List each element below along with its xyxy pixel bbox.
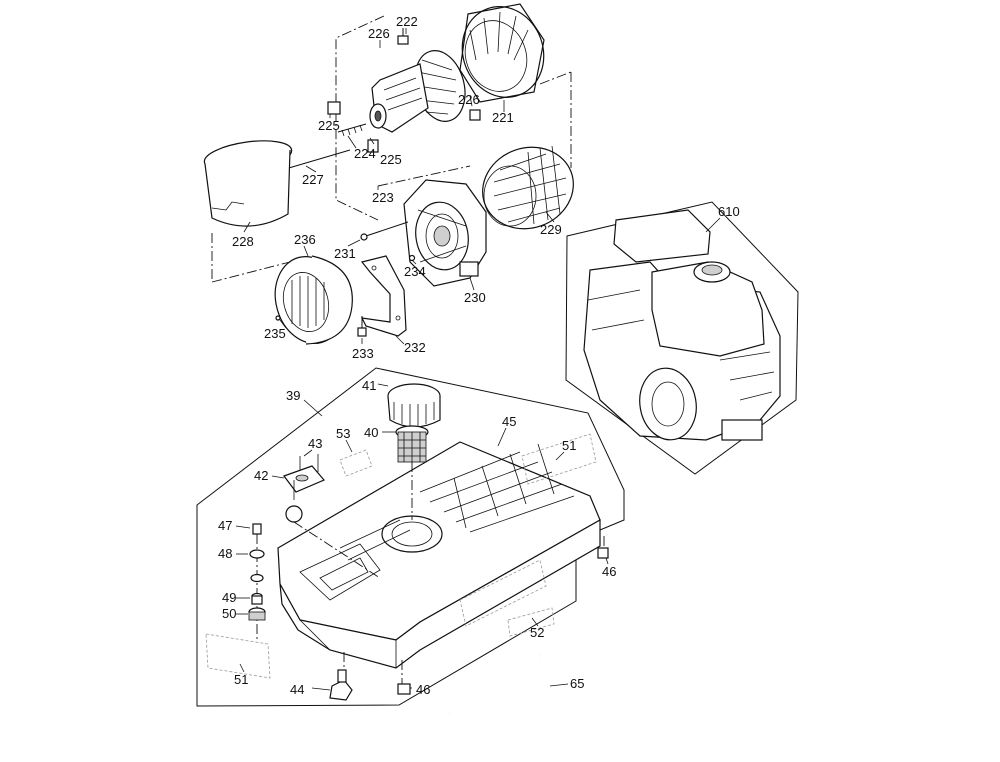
part-46-clip-right [597, 536, 609, 559]
part-45-fuel-tank [277, 441, 601, 669]
part-225-brush-bottom [367, 139, 379, 153]
alternator-assembly [203, 3, 574, 345]
part-236-end-cover [274, 255, 353, 345]
label-48: 48 [218, 546, 232, 561]
label-43: 43 [308, 436, 322, 451]
part-ring [250, 573, 264, 583]
label-230: 230 [464, 290, 486, 305]
part-229-stator [482, 145, 574, 230]
part-221-fan-cover [459, 3, 545, 103]
part-610-engine [565, 201, 799, 475]
label-46-bottom: 46 [416, 682, 430, 697]
label-225-right: 225 [380, 152, 402, 167]
part-52-label-lower [507, 607, 555, 637]
part-53-decal [339, 449, 373, 477]
part-46-clip-bottom [397, 660, 411, 695]
label-40: 40 [364, 425, 378, 440]
part-224-through-bolt [337, 123, 367, 137]
part-226-spacer [469, 109, 481, 121]
label-50: 50 [222, 606, 236, 621]
part-232-mounting-bracket [360, 255, 407, 337]
part-51-label-right [521, 433, 597, 485]
part-rotor-fan [369, 50, 466, 133]
label-49: 49 [222, 590, 236, 605]
label-610: 610 [718, 204, 740, 219]
part-65-fuel-hose [449, 654, 559, 755]
part-51-label-left [205, 633, 271, 679]
label-229: 229 [540, 222, 562, 237]
label-224: 224 [354, 146, 376, 161]
label-53: 53 [336, 426, 350, 441]
part-225-brush-top [327, 101, 341, 115]
label-225-left: 225 [318, 118, 340, 133]
label-234: 234 [404, 264, 426, 279]
part-42-fuel-gauge [283, 454, 381, 579]
label-52: 52 [530, 625, 544, 640]
part-47-bolt [252, 523, 262, 640]
label-42: 42 [254, 468, 268, 483]
part-41-fuel-cap [387, 383, 441, 428]
label-41: 41 [362, 378, 376, 393]
part-228-band-cover [203, 140, 293, 227]
label-233: 233 [352, 346, 374, 361]
part-231-bolt [360, 221, 409, 241]
label-65: 65 [570, 676, 584, 691]
part-52-label [459, 559, 547, 627]
part-49-collar [251, 592, 263, 605]
part-233-bolt [357, 316, 367, 337]
label-235: 235 [264, 326, 286, 341]
part-number-labels: 222 226 226 221 225 224 225 227 223 228 … [218, 14, 740, 697]
label-226-top: 226 [368, 26, 390, 41]
part-234-nut [408, 254, 416, 262]
label-221: 221 [492, 110, 514, 125]
label-222: 222 [396, 14, 418, 29]
part-44-fuel-cock [329, 652, 353, 701]
part-48-washer [249, 549, 265, 559]
label-45: 45 [502, 414, 516, 429]
part-222-screw [397, 28, 409, 45]
label-223: 223 [372, 190, 394, 205]
label-51-right: 51 [562, 438, 576, 453]
leader-lines [235, 28, 721, 691]
label-232: 232 [404, 340, 426, 355]
label-231: 231 [334, 246, 356, 261]
label-51-left: 51 [234, 672, 248, 687]
part-50-mount-rubber [248, 607, 266, 621]
label-44: 44 [290, 682, 304, 697]
label-227: 227 [302, 172, 324, 187]
label-47: 47 [218, 518, 232, 533]
label-39: 39 [286, 388, 300, 403]
label-46-right: 46 [602, 564, 616, 579]
label-236: 236 [294, 232, 316, 247]
label-226-right: 226 [458, 92, 480, 107]
label-228: 228 [232, 234, 254, 249]
fuel-tank-assembly [196, 367, 625, 707]
part-230-rear-bracket [403, 179, 487, 287]
